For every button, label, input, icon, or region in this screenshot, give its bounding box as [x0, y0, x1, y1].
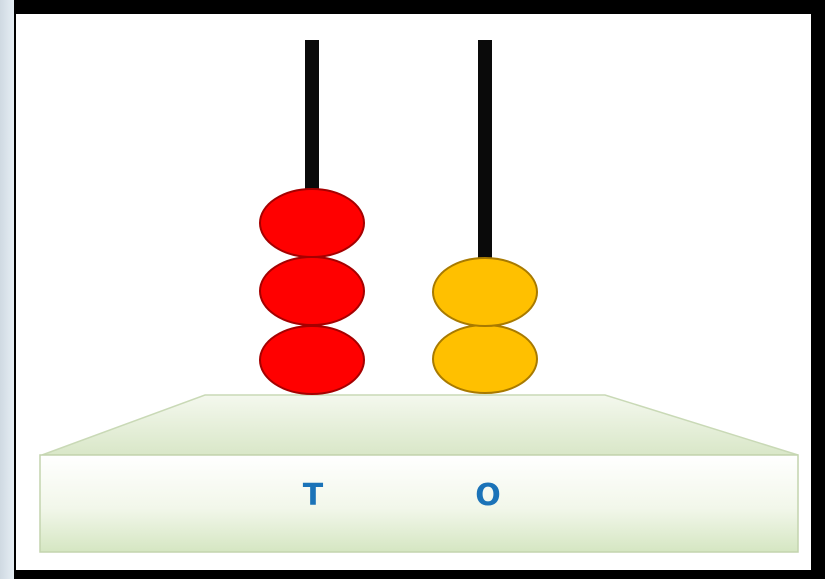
ones-label: O [475, 478, 501, 513]
tens-bead [259, 188, 365, 258]
tens-label: T [302, 478, 324, 513]
tens-bead [259, 256, 365, 326]
tens-bead [259, 325, 365, 395]
abacus-base-top [41, 394, 799, 456]
ones-bead [432, 257, 538, 327]
abacus-base-front [39, 454, 799, 553]
ones-bead [432, 324, 538, 394]
tens-rod [305, 40, 319, 200]
ones-rod [478, 40, 492, 265]
left-border-strip [0, 0, 14, 579]
